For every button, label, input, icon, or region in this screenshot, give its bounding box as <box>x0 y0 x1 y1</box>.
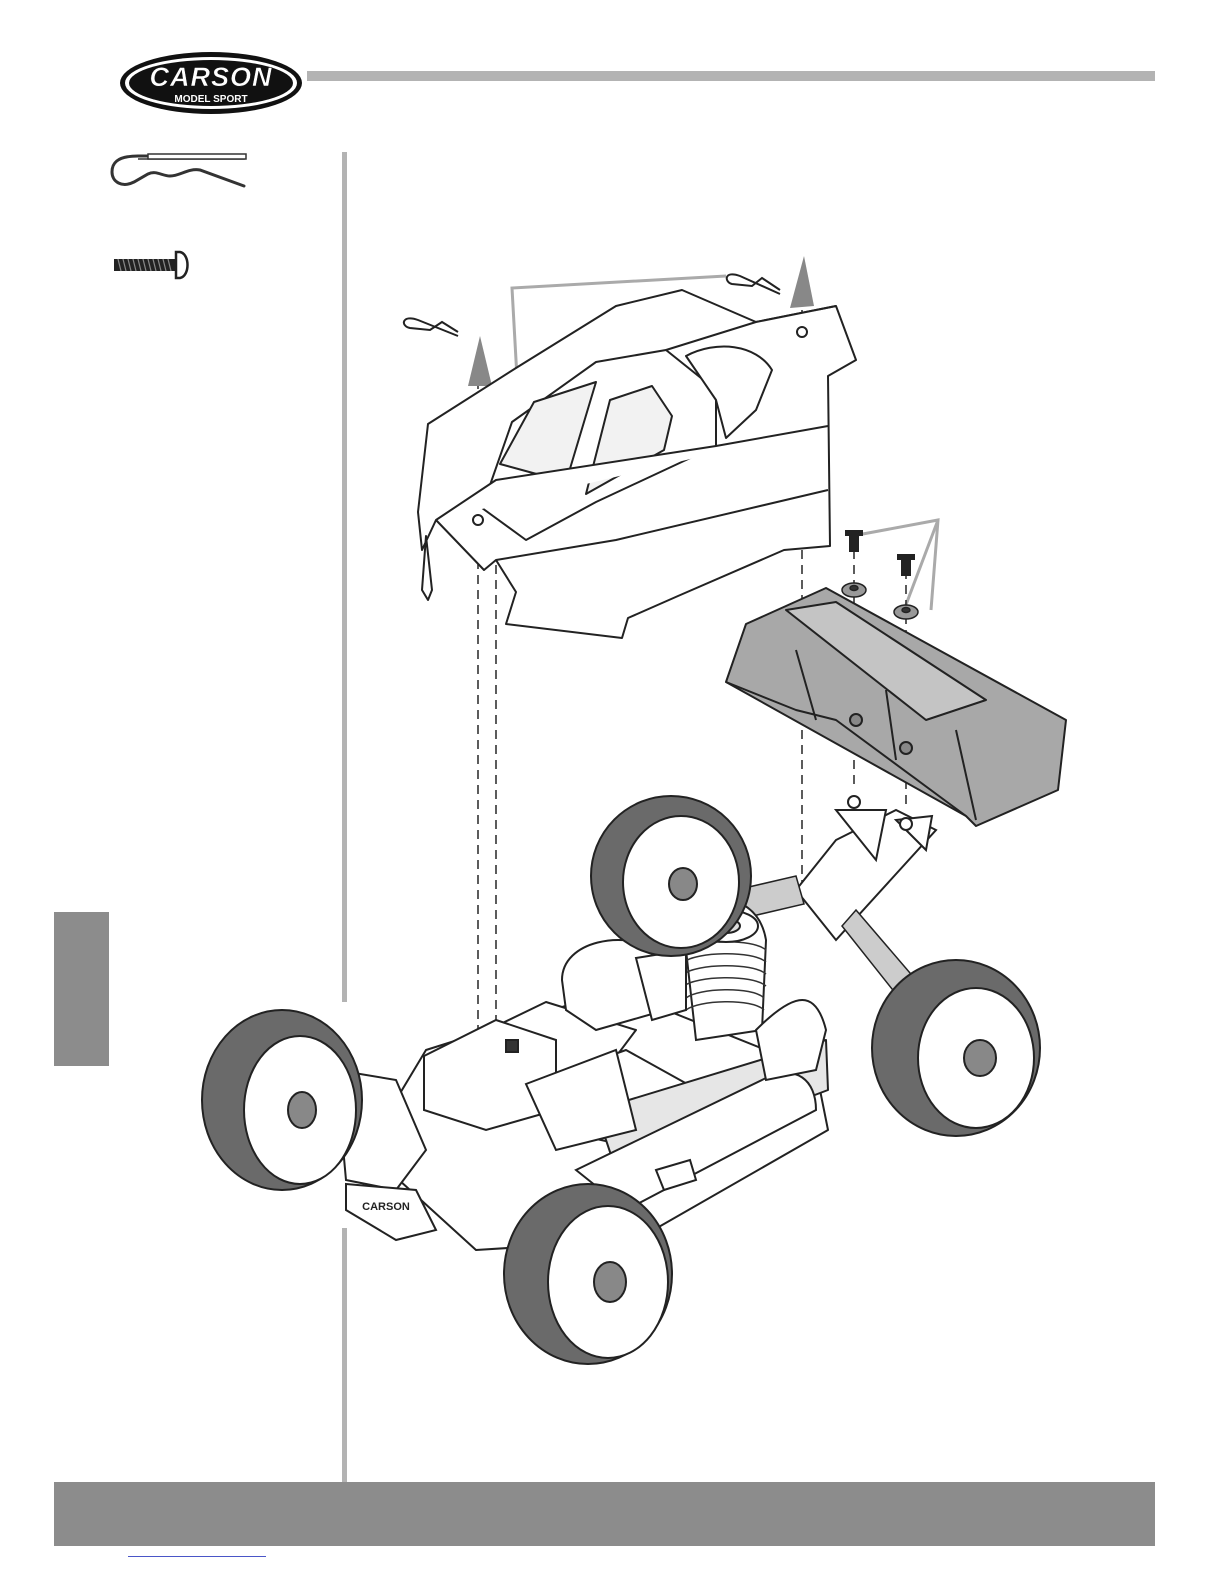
language-side-tab <box>54 912 109 1066</box>
rear-wing <box>726 588 1066 826</box>
wheel-rear-right <box>872 960 1040 1136</box>
lift-arrow-left <box>468 336 492 386</box>
body-clip-right <box>727 274 780 294</box>
footer-link-underline <box>128 1556 266 1557</box>
lift-arrow-right <box>790 256 814 308</box>
header-rule <box>307 71 1155 81</box>
wing-screw-left <box>845 530 863 552</box>
chassis-nose-logo: CARSON <box>362 1201 410 1213</box>
body-clip-icon <box>108 150 252 194</box>
assembly-diagram: CARSON <box>196 250 1076 1370</box>
rear-shock-tower <box>796 796 936 940</box>
screw-icon <box>110 248 192 282</box>
wing-screw-right <box>897 554 915 576</box>
logo-sub-text: MODEL SPORT <box>174 94 247 105</box>
car-body-shell <box>418 290 856 638</box>
wheel-rear-left <box>591 796 751 956</box>
footer-bar <box>54 1482 1155 1546</box>
logo-brand-text: CARSON <box>149 62 272 92</box>
carson-logo: CARSON MODEL SPORT <box>118 50 304 116</box>
wheel-front-left <box>202 1010 362 1190</box>
body-clip-left <box>404 318 458 336</box>
wheel-front-right <box>504 1184 672 1364</box>
